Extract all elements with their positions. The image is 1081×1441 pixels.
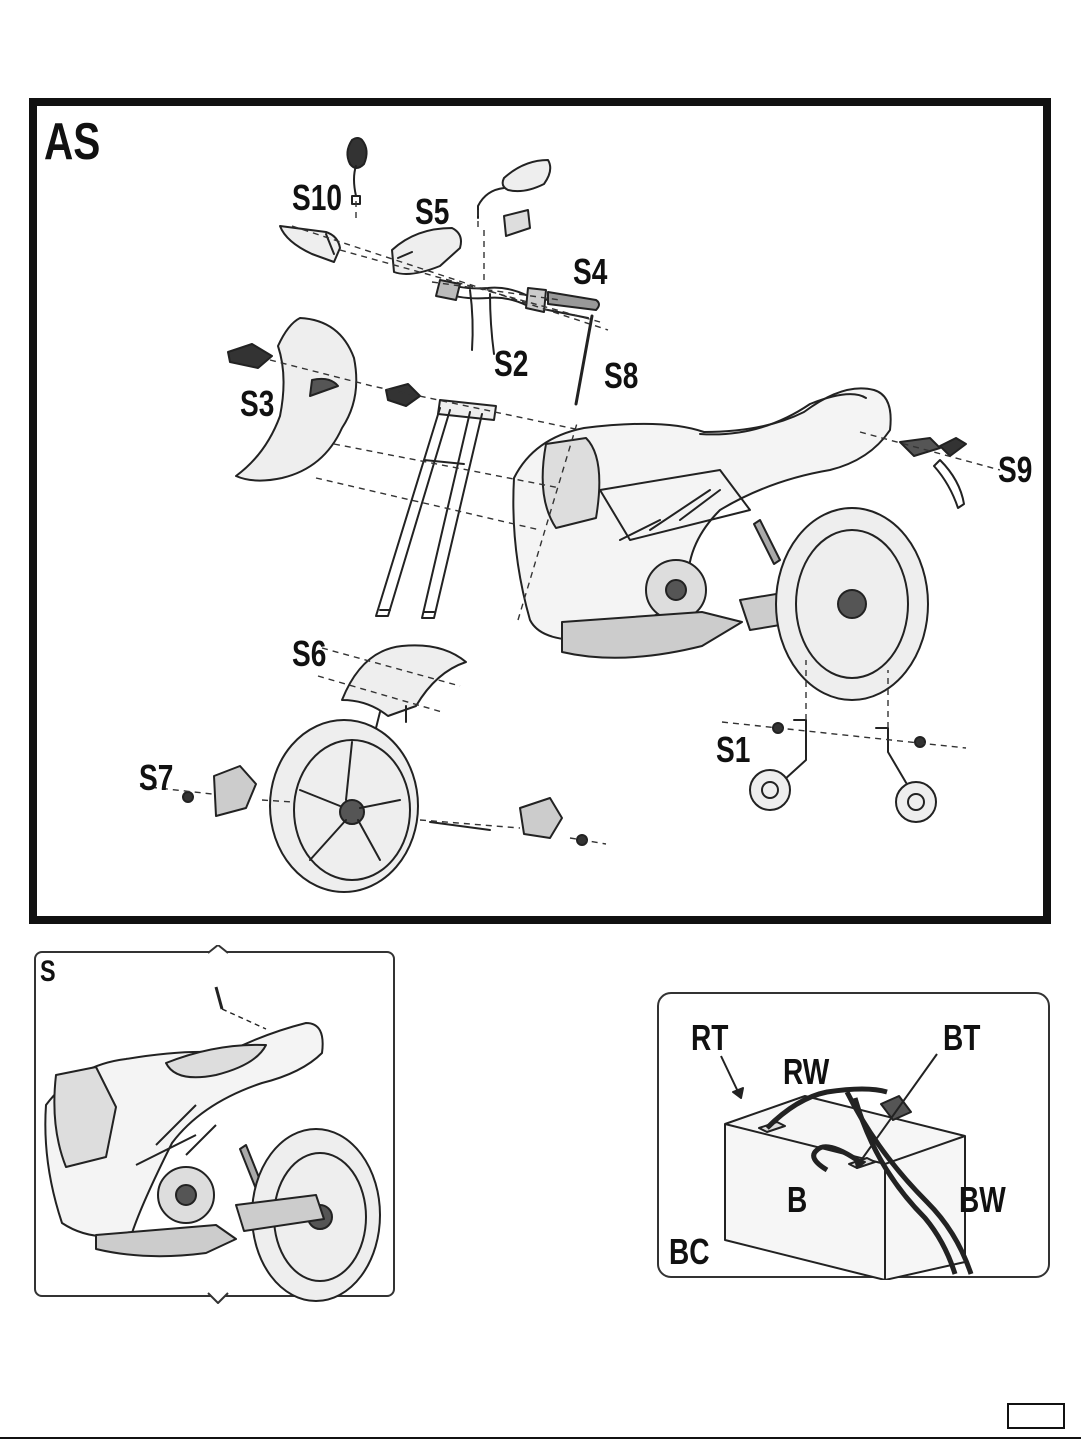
front-fork xyxy=(376,400,496,618)
left-mirror xyxy=(347,138,366,204)
battery-connection-panel: RT RW BT B BW BC xyxy=(657,992,1050,1278)
battery-label-bw: BW xyxy=(959,1182,1006,1218)
part-label-s10: S10 xyxy=(292,180,342,216)
rear-wheel xyxy=(776,508,928,700)
battery-label-rt: RT xyxy=(691,1020,728,1056)
part-label-s4: S4 xyxy=(573,254,607,290)
part-label-s7: S7 xyxy=(139,760,173,796)
part-label-s1: S1 xyxy=(716,732,750,768)
footer-rule xyxy=(0,1437,1081,1439)
battery-panel-title: BC xyxy=(669,1234,710,1270)
seat-detail-panel: S xyxy=(34,951,395,1297)
seat-detail-drawing xyxy=(36,945,397,1315)
tail-light xyxy=(900,438,966,508)
part-label-s3: S3 xyxy=(240,386,274,422)
assembly-title: AS xyxy=(44,116,100,168)
battery-label-b: B xyxy=(787,1182,807,1218)
part-label-s8: S8 xyxy=(604,358,638,394)
part-label-s5: S5 xyxy=(415,194,449,230)
front-mudguard xyxy=(342,645,466,728)
part-label-s9: S9 xyxy=(998,452,1032,488)
part-label-s2: S2 xyxy=(494,346,528,382)
part-label-s6: S6 xyxy=(292,636,326,672)
right-handguard xyxy=(392,228,461,274)
battery-label-rw: RW xyxy=(783,1054,829,1090)
seat-detail-title: S xyxy=(40,957,56,987)
right-mirror xyxy=(478,160,550,218)
left-handguard xyxy=(280,226,340,262)
steering-bolt xyxy=(576,316,592,404)
front-wheel xyxy=(183,720,587,892)
page-number-box xyxy=(1007,1403,1065,1429)
battery-label-bt: BT xyxy=(943,1020,980,1056)
mirror-clamp xyxy=(504,210,530,236)
